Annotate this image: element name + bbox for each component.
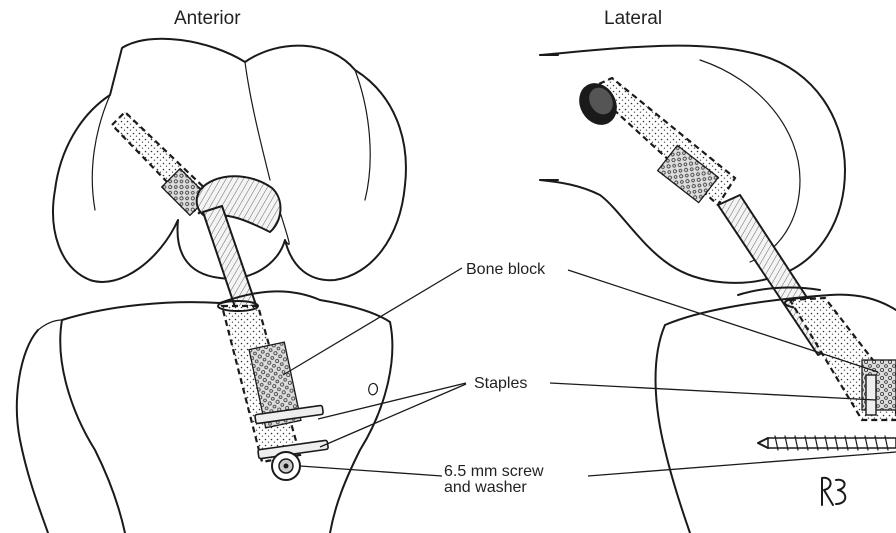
anterior-view-title: Anterior	[174, 8, 241, 30]
staples-leader-anterior	[318, 383, 466, 419]
lateral-screw	[758, 436, 896, 450]
anterior-view	[17, 39, 406, 533]
lateral-view	[540, 46, 896, 533]
staples-text: Staples	[474, 376, 527, 392]
staples-label: Staples	[474, 376, 527, 392]
bone-block-label: Bone block	[466, 262, 545, 278]
bone-block-text: Bone block	[466, 262, 545, 278]
screw-text-line1: 6.5 mm screw	[444, 464, 544, 480]
staples-leader-anterior-2	[320, 384, 466, 447]
screw-leader-lateral	[588, 452, 896, 476]
staples-leader-lateral	[550, 383, 876, 400]
bone-block-leader-anterior	[283, 268, 462, 375]
anterior-tibia	[60, 291, 392, 533]
screw-leader-anterior	[300, 466, 442, 476]
screw-washer-label: 6.5 mm screw and washer	[444, 464, 544, 496]
anterior-screw-washer	[272, 452, 300, 480]
screw-text-line2: and washer	[444, 480, 544, 496]
artist-signature	[822, 478, 845, 505]
lateral-view-title: Lateral	[604, 8, 662, 30]
